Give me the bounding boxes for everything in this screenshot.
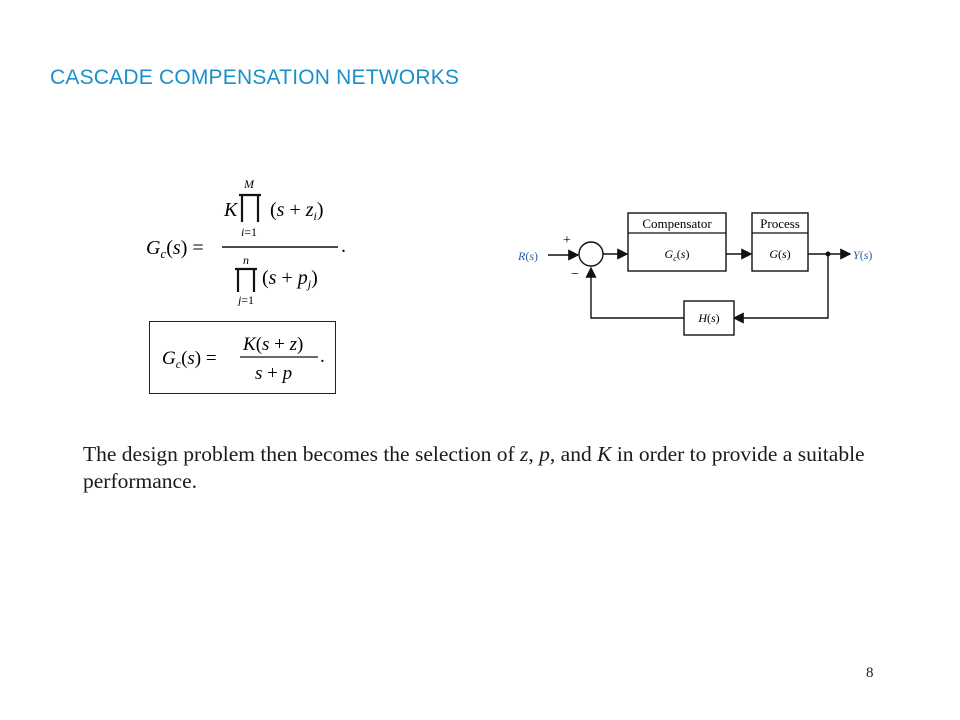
first-order-eq-lhs: Gc(s) = — [162, 348, 217, 371]
var-k: K — [597, 442, 612, 466]
numerator-product-lower: i=1 — [241, 225, 257, 239]
process-tf: G(s) — [769, 247, 790, 261]
output-label: Y(s) — [853, 248, 872, 262]
first-order-compensator-equation: Gc(s) = K(s + z) s + p . — [162, 334, 325, 384]
denominator-product-symbol — [235, 267, 257, 292]
compensator-tf: Gc(s) — [665, 247, 690, 263]
var-p: p — [539, 442, 550, 466]
feedback-block-diagram: R(s) + − Compensator Gc(s) Process G(s) … — [517, 212, 872, 336]
summing-junction — [578, 241, 604, 267]
general-eq-lhs: Gc(s) = — [146, 237, 204, 261]
numerator-factor: (s + zi) — [270, 199, 324, 223]
denominator-product-upper: n — [243, 253, 249, 267]
design-problem-statement: The design problem then becomes the sele… — [83, 441, 903, 495]
compensator-block — [627, 212, 727, 272]
first-order-compensator-box: Gc(s) = K(s + z) s + p . — [149, 321, 336, 394]
denominator-product-lower: j=1 — [236, 293, 254, 306]
feedback-path-out — [732, 254, 829, 324]
general-compensator-equation: Gc(s) = K M i=1 (s + zi) . n j=1 (s + pj… — [146, 177, 346, 306]
numerator-gain: K — [223, 199, 239, 221]
input-label: R(s) — [517, 249, 538, 263]
body-comma-2: , and — [549, 442, 598, 466]
process-title: Process — [760, 216, 800, 231]
feedback-tf: H(s) — [697, 311, 719, 325]
feedback-block — [683, 300, 735, 336]
first-order-denominator: s + p — [255, 363, 292, 384]
var-z: z — [520, 442, 529, 466]
page-number: 8 — [866, 665, 874, 681]
feedback-path-return — [585, 266, 684, 319]
denominator-factor: (s + pj) — [262, 267, 318, 291]
body-text-end: in order to provide a suitable performan… — [83, 442, 865, 493]
process-block — [751, 212, 809, 272]
plus-sign: + — [563, 233, 571, 248]
general-eq-period: . — [341, 235, 346, 257]
minus-sign: − — [571, 267, 579, 282]
body-comma-1: , — [528, 442, 540, 466]
first-order-eq-period: . — [320, 346, 325, 367]
slide-title: CASCADE COMPENSATION NETWORKS — [50, 66, 460, 89]
numerator-product-upper: M — [243, 177, 255, 191]
body-text-start: The design problem then becomes the sele… — [83, 442, 521, 466]
numerator-product-symbol — [239, 193, 261, 222]
first-order-numerator: K(s + z) — [242, 334, 303, 355]
compensator-title: Compensator — [642, 216, 712, 231]
